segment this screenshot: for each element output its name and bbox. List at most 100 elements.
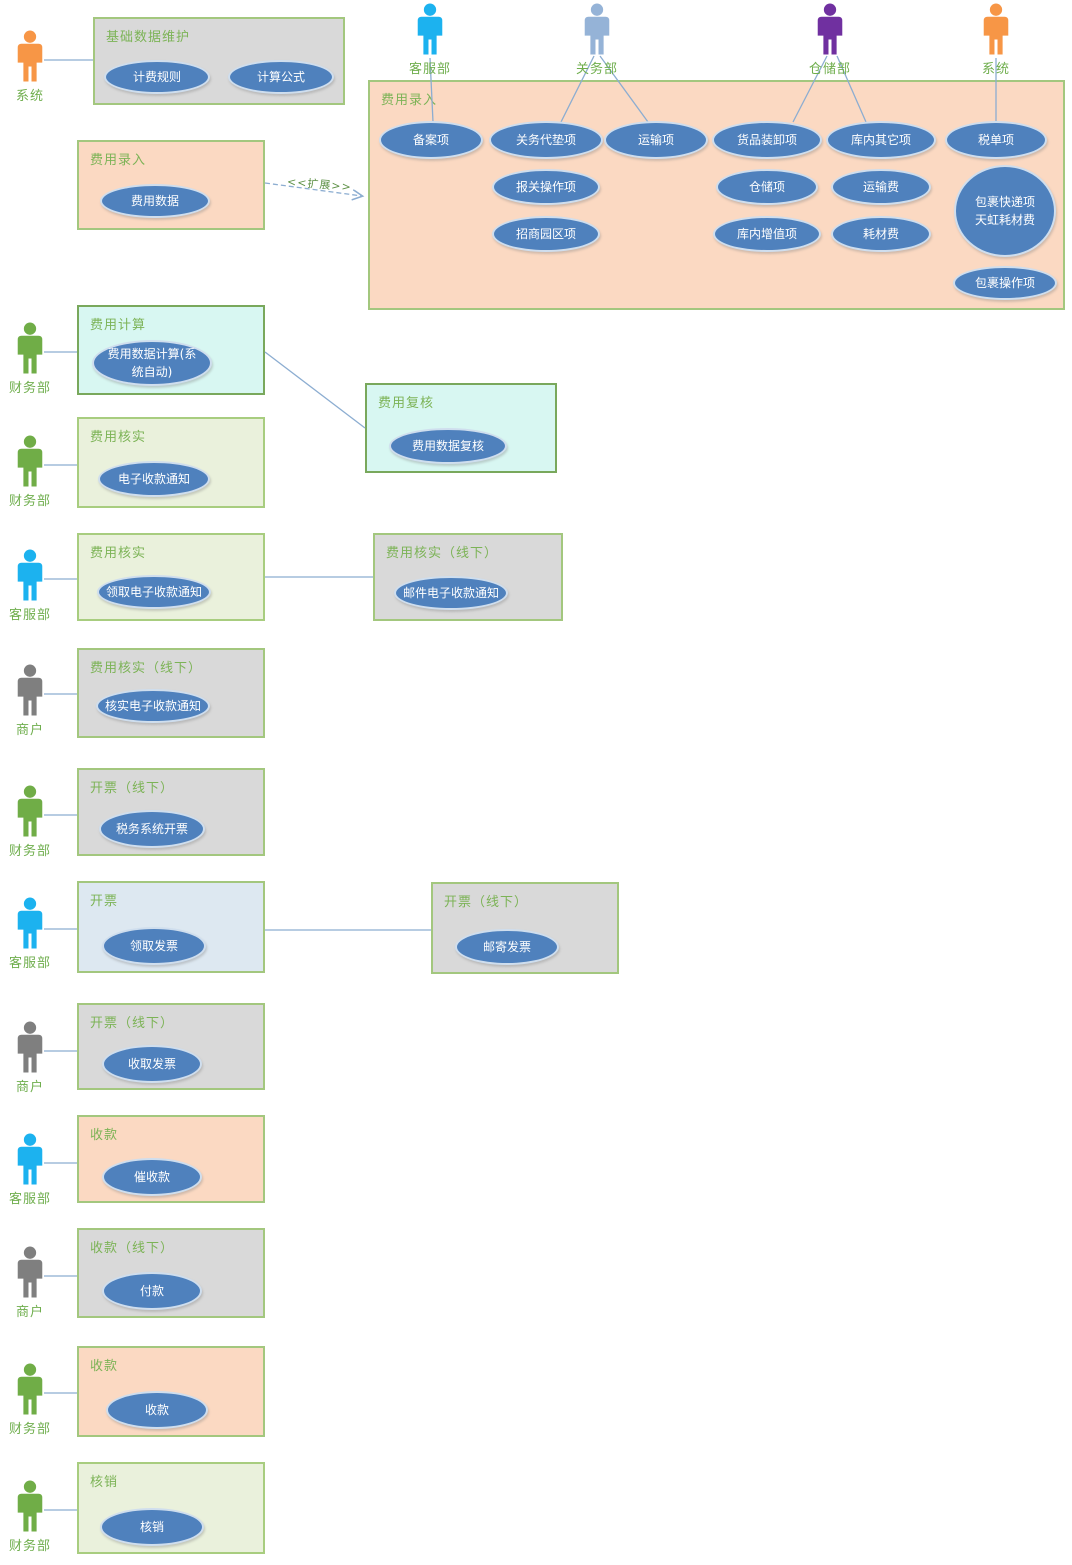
person-icon (17, 1246, 43, 1298)
usecase-ellipse: 库内其它项 (826, 121, 936, 159)
actor-label: 商户 (15, 1080, 44, 1095)
usecase-ellipse: 邮件电子收款通知 (394, 576, 508, 610)
usecase-ellipse: 税务系统开票 (99, 810, 205, 848)
box-title: 费用复核 (378, 396, 435, 411)
usecase-ellipse: 包裹操作项 (953, 266, 1057, 300)
person-icon (17, 897, 43, 949)
box-title: 开票（线下） (90, 781, 175, 796)
person-icon (817, 3, 843, 55)
person-icon (17, 549, 43, 601)
actor-财务部: 财务部 (0, 435, 66, 509)
actor-label: 财务部 (8, 381, 51, 396)
person-icon (17, 1363, 43, 1415)
person-icon (17, 785, 43, 837)
usecase-ellipse: 费用数据复核 (389, 428, 507, 464)
usecase-ellipse: 耗材费 (831, 216, 931, 252)
usecase-ellipse: 仓储项 (716, 169, 818, 205)
usecase-ellipse: 报关操作项 (492, 169, 600, 205)
usecase-ellipse: 税单项 (945, 121, 1047, 159)
usecase-ellipse: 计费规则 (104, 60, 210, 94)
actor-label: 系统 (981, 62, 1010, 77)
actor-label: 财务部 (8, 1539, 51, 1554)
usecase-ellipse: 付款 (102, 1272, 202, 1310)
box-title: 费用核实（线下） (90, 661, 203, 676)
usecase-ellipse: 运输项 (604, 121, 708, 159)
person-icon (17, 435, 43, 487)
actor-财务部: 财务部 (0, 785, 66, 859)
usecase-ellipse: 核销 (100, 1508, 204, 1546)
person-icon (17, 1133, 43, 1185)
usecase-ellipse: 领取发票 (102, 927, 206, 965)
connector-line (264, 351, 366, 429)
actor-label: 客服部 (408, 62, 451, 77)
actor-label: 仓储部 (808, 62, 851, 77)
person-icon (17, 664, 43, 716)
actor-系统: 系统 (0, 30, 66, 104)
extend-stereotype-label: <<扩展>> (286, 175, 353, 194)
actor-客服部: 客服部 (0, 549, 66, 623)
actor-label: 财务部 (8, 1422, 51, 1437)
actor-label: 客服部 (8, 608, 51, 623)
actor-客服部: 客服部 (394, 3, 466, 77)
actor-关务部: 关务部 (561, 3, 633, 77)
actor-label: 商户 (15, 723, 44, 738)
person-icon (983, 3, 1009, 55)
usecase-ellipse: 领取电子收款通知 (97, 575, 211, 609)
usecase-ellipse: 电子收款通知 (98, 461, 210, 497)
usecase-ellipse: 收取发票 (102, 1045, 202, 1083)
box-title: 收款 (90, 1128, 119, 1143)
usecase-ellipse: 收款 (106, 1391, 208, 1429)
box-title: 费用录入 (381, 93, 438, 108)
usecase-box-12: 开票（线下） (431, 882, 619, 974)
box-title: 开票（线下） (444, 895, 529, 910)
box-title: 费用计算 (90, 318, 147, 333)
usecase-ellipse: 关务代垫项 (489, 121, 603, 159)
usecase-ellipse: 核实电子收款通知 (96, 689, 210, 723)
usecase-ellipse: 货品装卸项 (712, 121, 822, 159)
box-title: 开票 (90, 894, 119, 909)
box-title: 费用核实 (90, 546, 147, 561)
actor-label: 关务部 (575, 62, 618, 77)
usecase-ellipse: 招商园区项 (492, 216, 600, 252)
person-icon (584, 3, 610, 55)
person-icon (17, 1480, 43, 1532)
usecase-ellipse: 费用数据 (100, 184, 210, 218)
actor-label: 商户 (15, 1305, 44, 1320)
actor-系统: 系统 (960, 3, 1032, 77)
box-title: 收款 (90, 1359, 119, 1374)
actor-label: 系统 (15, 89, 44, 104)
actor-客服部: 客服部 (0, 897, 66, 971)
box-title: 基础数据维护 (106, 30, 191, 45)
usecase-ellipse: 催收款 (102, 1158, 202, 1196)
actor-财务部: 财务部 (0, 1480, 66, 1554)
actor-仓储部: 仓储部 (794, 3, 866, 77)
actor-label: 财务部 (8, 844, 51, 859)
actor-label: 财务部 (8, 494, 51, 509)
box-title: 费用核实 (90, 430, 147, 445)
usecase-ellipse: 包裹快递项 天虹耗材费 (954, 165, 1056, 257)
box-title: 核销 (90, 1475, 119, 1490)
usecase-ellipse: 费用数据计算(系 统自动) (92, 340, 212, 386)
actor-label: 客服部 (8, 1192, 51, 1207)
actor-label: 客服部 (8, 956, 51, 971)
usecase-ellipse: 备案项 (379, 121, 483, 159)
box-title: 费用核实（线下） (386, 546, 499, 561)
box-title: 开票（线下） (90, 1016, 175, 1031)
person-icon (17, 30, 43, 82)
usecase-ellipse: 计算公式 (228, 60, 334, 94)
actor-客服部: 客服部 (0, 1133, 66, 1207)
person-icon (17, 322, 43, 374)
actor-财务部: 财务部 (0, 322, 66, 396)
actor-财务部: 财务部 (0, 1363, 66, 1437)
box-title: 费用录入 (90, 153, 147, 168)
person-icon (417, 3, 443, 55)
box-title: 收款（线下） (90, 1241, 175, 1256)
actor-商户: 商户 (0, 1021, 66, 1095)
person-icon (17, 1021, 43, 1073)
actor-商户: 商户 (0, 1246, 66, 1320)
usecase-box-3: 费用录入 (368, 80, 1065, 310)
usecase-ellipse: 库内增值项 (713, 216, 821, 252)
usecase-ellipse: 运输费 (831, 169, 931, 205)
actor-商户: 商户 (0, 664, 66, 738)
